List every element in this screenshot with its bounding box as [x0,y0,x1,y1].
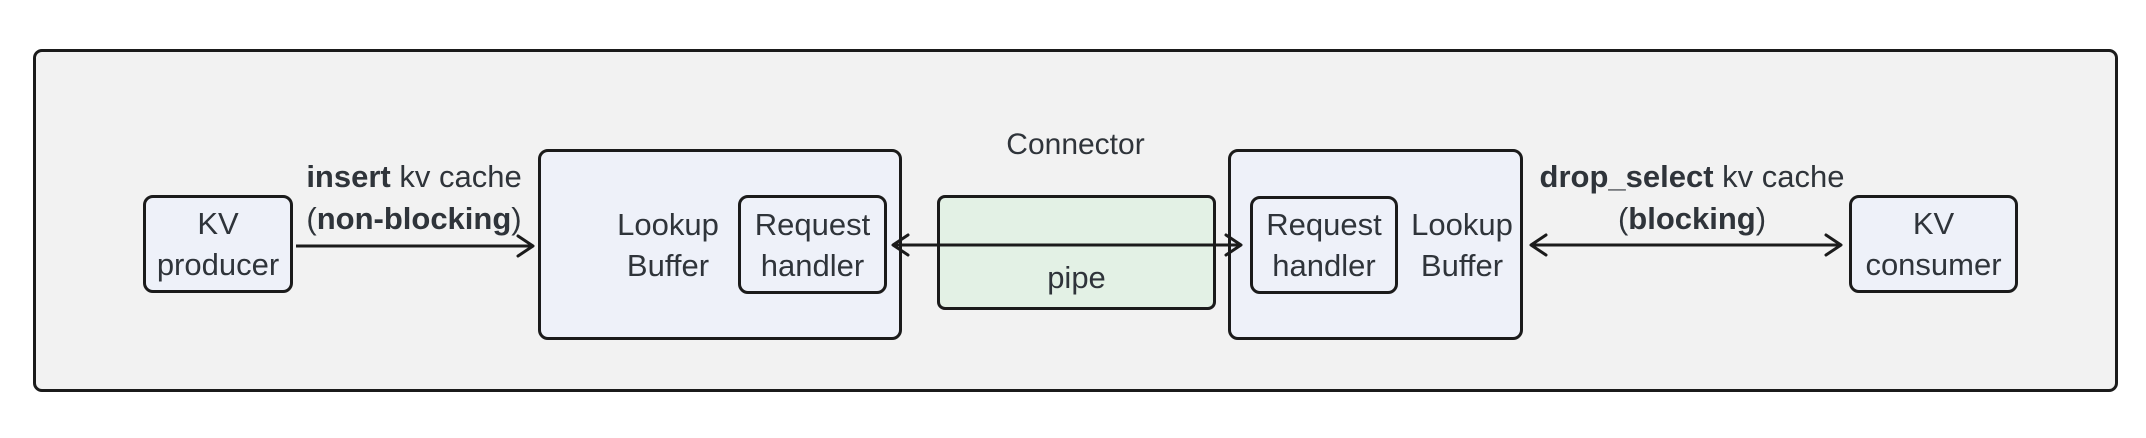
drop-select-edge-label: drop_select kv cache (blocking) [1527,156,1857,240]
lookup-buffer-right-label: Lookup Buffer [1398,152,1526,337]
kv-producer-label-line2: producer [156,247,280,282]
insert-paren-close: ) [511,201,522,236]
pipe-label: pipe [1047,259,1106,295]
request-handler-left-label-line1: Request [754,206,871,242]
request-handler-left-label-line2: handler [760,247,865,283]
lookup-buffer-right-label-line1: Lookup [1411,206,1513,242]
drop-select-paren-close: ) [1755,201,1767,236]
lookup-buffer-left-node: Lookup Buffer Request handler [538,149,902,340]
insert-edge-label: insert kv cache (non-blocking) [249,156,579,240]
lookup-buffer-left-label-line1: Lookup [617,206,719,242]
connector-title: Connector [1006,128,1145,161]
insert-edge-label-line1: insert kv cache [249,156,579,198]
request-handler-right-label-line2: handler [1272,248,1376,283]
kv-producer-label-line1: KV [197,206,239,241]
drop-select-edge-label-line1: drop_select kv cache [1527,156,1857,198]
lookup-buffer-right-node: Request handler Lookup Buffer [1228,149,1523,340]
insert-rest-text: kv cache [390,159,522,194]
insert-paren-open: ( [306,201,317,236]
request-handler-right-node: Request handler [1250,196,1398,294]
kv-producer-node: KV producer [143,195,293,293]
request-handler-right-label-line1: Request [1266,207,1382,242]
drop-select-keyword: drop_select [1539,159,1714,194]
kv-consumer-label-line2: consumer [1865,247,2002,282]
insert-keyword: insert [306,159,391,194]
kv-consumer-label-line1: KV [1912,206,1955,241]
drop-select-edge-label-line2: (blocking) [1527,198,1857,240]
insert-edge-label-line2: (non-blocking) [249,198,579,240]
kv-consumer-node: KV consumer [1849,195,2018,293]
blocking-keyword: blocking [1628,201,1756,236]
lookup-buffer-left-label-line2: Buffer [626,247,710,283]
lookup-buffer-left-label: Lookup Buffer [568,152,768,337]
non-blocking-keyword: non-blocking [316,201,512,236]
pipe-node: pipe [937,195,1216,310]
drop-select-rest-text: kv cache [1713,159,1845,194]
lookup-buffer-right-label-line2: Buffer [1420,247,1504,283]
drop-select-paren-open: ( [1617,201,1629,236]
request-handler-left-node: Request handler [738,195,887,294]
